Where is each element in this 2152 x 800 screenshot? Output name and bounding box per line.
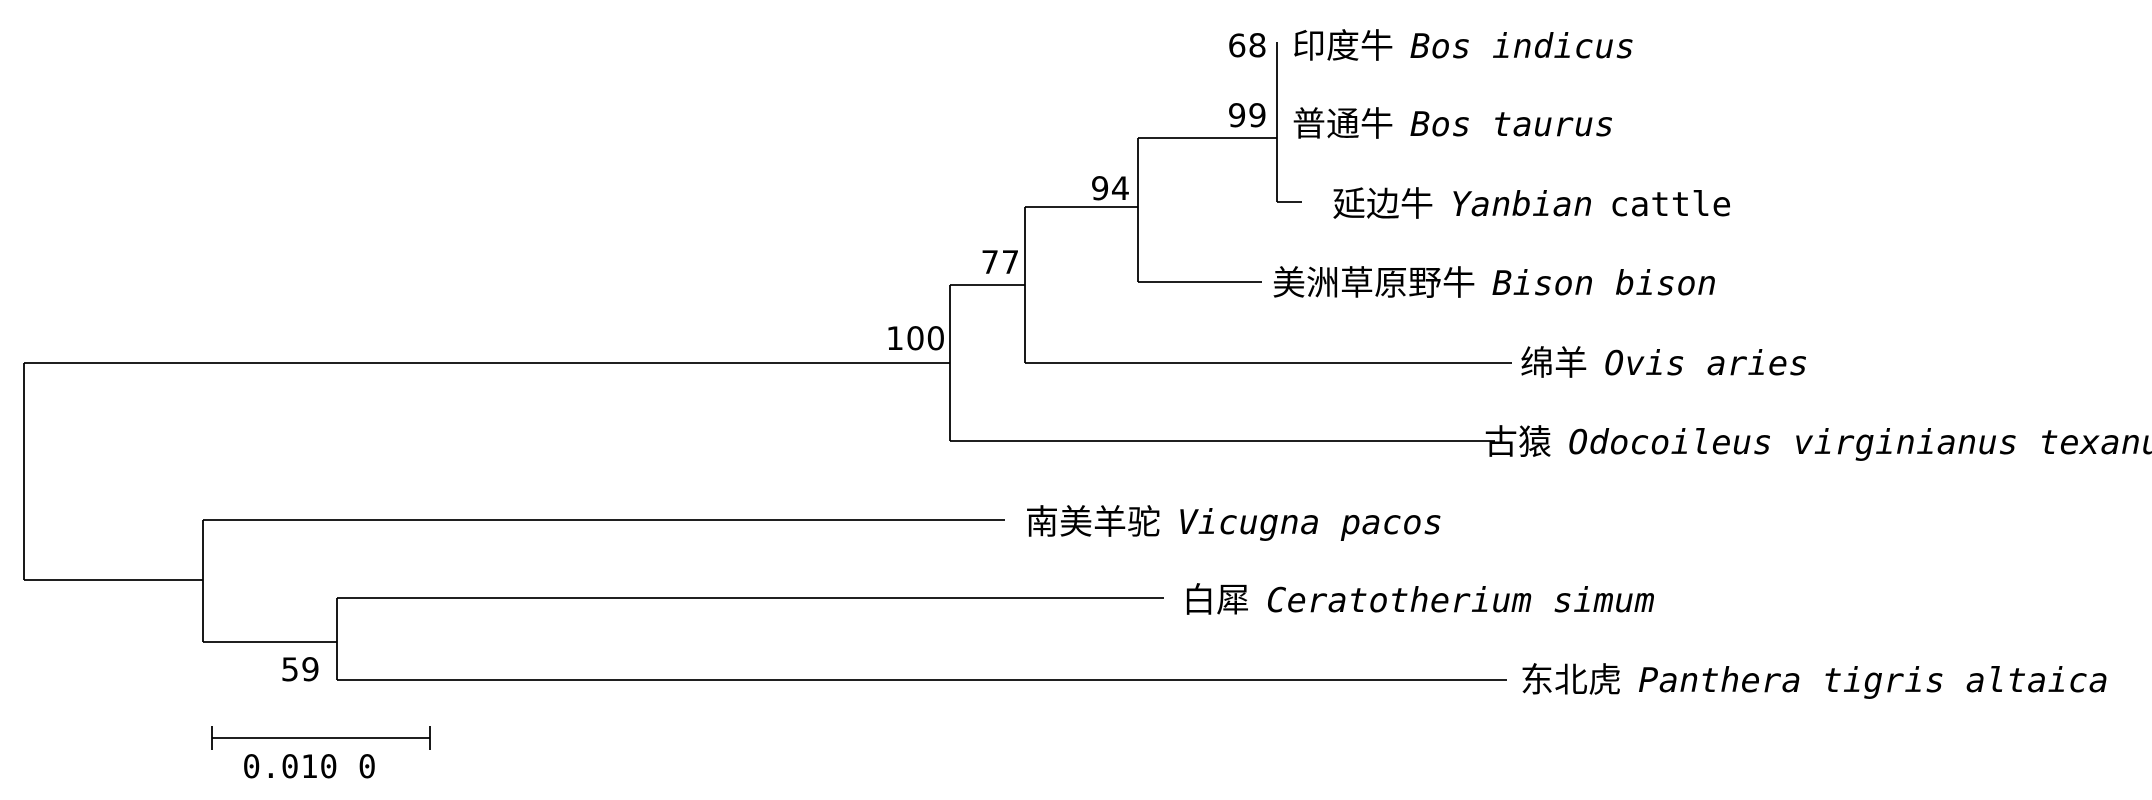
- taxon-label-panthera: 东北虎 Panthera tigris altaica: [1520, 661, 2109, 701]
- scale-bar-label: 0.010 0: [242, 748, 377, 786]
- taxon-label-bison: 美洲草原野牛 Bison bison: [1272, 264, 1717, 304]
- taxon-label-bos-indicus: 印度牛 Bos indicus: [1292, 27, 1635, 67]
- bootstrap-ruminantia: 100: [885, 320, 946, 358]
- taxon-label-yanbian: 延边牛 Yanbian cattle: [1332, 185, 1732, 225]
- taxon-label-ovis: 绵羊 Ovis aries: [1520, 344, 1809, 384]
- bootstrap-cattle-clade: 99: [1227, 97, 1268, 135]
- bootstrap-bovidae: 77: [980, 244, 1021, 282]
- bootstrap-bovini: 94: [1090, 170, 1131, 208]
- bootstrap-bos-clade: 68: [1227, 27, 1268, 65]
- taxon-label-vicugna: 南美羊驼 Vicugna pacos: [1025, 503, 1443, 543]
- taxon-label-bos-taurus: 普通牛 Bos taurus: [1292, 105, 1615, 145]
- taxon-label-ceratotherium: 白犀 Ceratotherium simum: [1182, 581, 1655, 621]
- bootstrap-rhino-tiger: 59: [280, 651, 321, 689]
- taxon-label-odocoileus: 古猿 Odocoileus virginianus texanus: [1484, 423, 2152, 463]
